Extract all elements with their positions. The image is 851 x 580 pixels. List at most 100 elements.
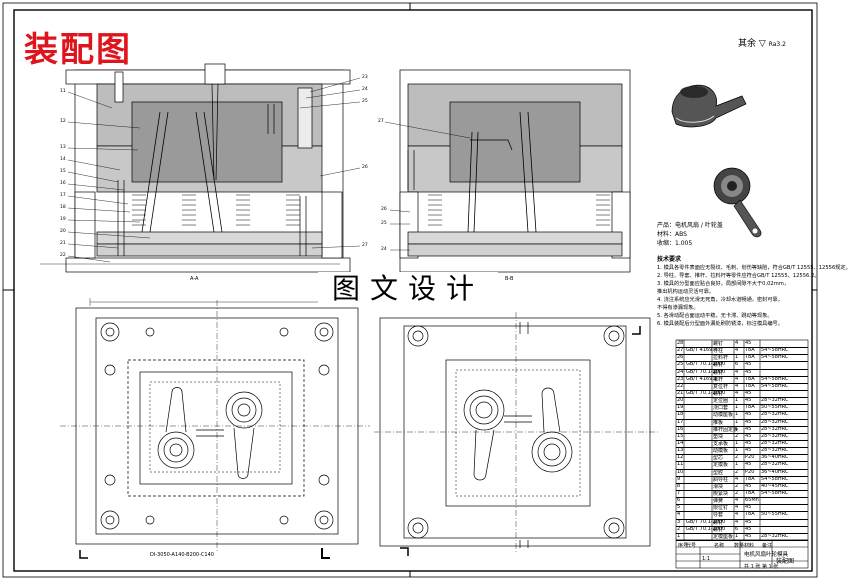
bom-cell: 定模座板: [713, 533, 734, 540]
bom-header-name: 名称: [714, 543, 725, 549]
bom-cell: 28~32HRC: [761, 461, 789, 468]
plan-view-moving-half: [374, 312, 660, 556]
part-number-23: 23: [362, 74, 368, 80]
material-line-2: 材料：ABS: [657, 231, 687, 238]
roughness-symbol: ▽: [758, 39, 766, 49]
bom-cell: 45: [745, 432, 752, 439]
bom-cell: 28: [677, 340, 684, 346]
product-3d-top: [671, 84, 747, 128]
bom-cell: 45: [745, 504, 752, 511]
bom-cell: 4: [735, 511, 739, 518]
bom-cell: 15: [677, 432, 684, 439]
bom-cell: 定模板: [713, 462, 729, 469]
bom-cell: 8: [677, 482, 681, 489]
bom-cell: 28~32HRC: [761, 397, 789, 404]
design-title: 电机风扇叶轮模具: [744, 552, 789, 558]
bom-cell: 定位圈: [713, 398, 729, 405]
bom-cell: 1: [735, 418, 739, 425]
bom-header-no: 序号: [678, 543, 689, 549]
bom-cell: 28~32HRC: [761, 425, 789, 432]
bom-cell: P20: [745, 454, 755, 461]
bom-cell: 1: [735, 447, 739, 454]
bom-cell: 54~58HRC: [761, 475, 789, 482]
bom-cell: 65Mn: [745, 497, 759, 504]
assembly-drawing-stamp: 装配图: [24, 30, 132, 70]
bom-cell: 19: [677, 404, 684, 411]
section-label-side: B-B: [505, 276, 514, 282]
bom-cell: 螺钉: [713, 362, 724, 369]
bom-cell: GB/T 70.1-2000: [686, 518, 726, 525]
bom-cell: 27: [677, 347, 684, 354]
bom-cell: 45: [745, 482, 752, 489]
part-number-21: 21: [60, 240, 66, 246]
bom-cell: 28~32HRC: [761, 447, 789, 454]
bom-cell: 28~32HRC: [761, 440, 789, 446]
bom-cell: 45: [745, 340, 752, 346]
bom-cell: 5: [677, 504, 681, 511]
section-label-main: A-A: [190, 276, 199, 282]
part-number-24b: 24: [381, 246, 387, 252]
bom-cell: 1: [735, 411, 739, 418]
bom-cell: 4: [735, 375, 739, 382]
bom-cell: 21: [677, 390, 684, 396]
title-block: 序号 代号 名称 数量 材料 备注 电机风扇叶轮模具 装配图 1:1 共 1 张…: [676, 540, 808, 570]
bom-cell: 54~58HRC: [761, 354, 789, 361]
bom-cell: 2: [677, 525, 681, 532]
bom-header-remark: 备注: [762, 543, 773, 549]
tech-note: 不得有渗漏现象。: [657, 305, 699, 311]
bom-cell: GB/T 70.1-2000: [686, 361, 726, 368]
part-number-25b: 25: [381, 220, 387, 226]
part-number-13: 13: [60, 144, 66, 150]
part-number-27b: 27: [378, 118, 384, 124]
bottom-dimension-label: DI-3050-A140-B200-C140: [150, 552, 214, 558]
tech-note: 6. 模具装配后分型面外漏处刷防锈漆，标注模具编号。: [657, 321, 783, 327]
bom-cell: 20: [677, 397, 684, 404]
bom-cell: GB/T 70.1-2000: [686, 525, 726, 532]
roughness-label: 其余: [738, 39, 757, 49]
material-line-3: 收缩：1.005: [657, 240, 693, 247]
part-number-27: 27: [362, 242, 368, 248]
bom-cell: 1: [735, 461, 739, 468]
section-view-main: [40, 63, 351, 273]
bom-cell: 54~58HRC: [761, 347, 789, 354]
part-number-26: 26: [362, 164, 368, 170]
bom-cell: T8A: [745, 404, 755, 411]
bom-cell: 4: [735, 518, 739, 525]
bom-cell: 1: [677, 532, 681, 539]
bom-cell: 45: [745, 525, 752, 532]
material-line-1: 产品：电机风扇 / 叶轮盖: [657, 222, 723, 229]
bom-cell: P20: [745, 468, 755, 475]
bom-cell: GB/T 70.1-2000: [686, 368, 726, 375]
bom-cell: 1: [735, 404, 739, 411]
part-number-17: 17: [60, 192, 66, 198]
bom-cell: 型芯: [713, 455, 724, 462]
bom-cell: 2: [735, 490, 739, 496]
bom-cell: 拉料杆: [713, 355, 729, 362]
bom-cell: 2: [735, 482, 739, 489]
bom-cell: 浇口套: [713, 405, 729, 412]
bom-cell: T8A: [745, 354, 755, 361]
part-number-26b: 26: [381, 206, 387, 212]
bom-cell: 28~32HRC: [761, 532, 789, 539]
bom-cell: 45: [745, 440, 752, 446]
bom-cell: 45: [745, 425, 752, 432]
part-number-25: 25: [362, 98, 368, 104]
bom-cell: 推杆固定板: [713, 426, 739, 433]
sheet-count: 共 1 张 第 1 张: [744, 564, 779, 570]
bom-cell: 28~32HRC: [761, 411, 789, 418]
bom-cell: GB/T 4169.1: [686, 375, 718, 382]
